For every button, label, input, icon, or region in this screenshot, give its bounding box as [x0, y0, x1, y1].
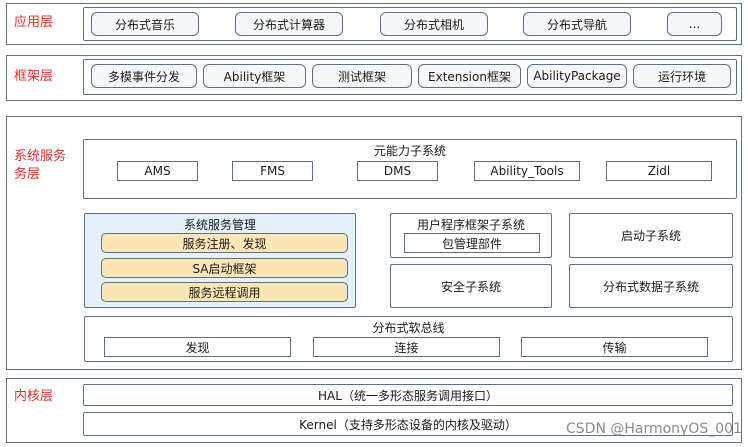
fw-multimodal-event: 多模事件分发	[91, 64, 197, 88]
bundle-manager: 包管理部件	[404, 233, 540, 253]
meta-ability-tools: Ability_Tools	[474, 161, 580, 181]
fw-ability-package: AbilityPackage	[527, 64, 627, 88]
fw-ability-framework: Ability框架	[203, 64, 306, 88]
app-more: ...	[667, 12, 722, 36]
samgr-remote-call: 服务远程调用	[101, 282, 348, 302]
app-distributed-navigation: 分布式导航	[523, 12, 631, 36]
samgr-title: 系统服务管理	[183, 218, 256, 232]
softbus-transmission: 传输	[521, 337, 708, 357]
app-distributed-camera: 分布式相机	[380, 12, 488, 36]
samgr-register-discover: 服务注册、发现	[101, 233, 348, 253]
app-distributed-calculator: 分布式计算器	[235, 12, 343, 36]
meta-ability-title: 元能力子系统	[373, 144, 446, 158]
kernel-box: Kernel（支持多形态设备的内核及驱动）	[83, 412, 733, 436]
meta-fms: FMS	[232, 161, 313, 181]
app-framework-title: 用户程序框架子系统	[416, 218, 525, 232]
meta-dms: DMS	[357, 161, 438, 181]
samgr-sa-boot: SA启动框架	[101, 258, 348, 278]
fw-runtime-env: 运行环境	[633, 64, 731, 88]
app-layer-label: 应用层	[14, 15, 54, 30]
softbus-discovery: 发现	[104, 337, 291, 357]
hal-box: HAL（统一多形态服务调用接口）	[83, 384, 733, 406]
startup-subsystem: 启动子系统	[569, 213, 733, 258]
system-service-layer-label-line1: 系统服务	[14, 149, 67, 164]
app-distributed-music: 分布式音乐	[91, 12, 199, 36]
meta-zidl: Zidl	[606, 161, 712, 181]
meta-ams: AMS	[117, 161, 198, 181]
system-service-layer-label-line2: 务层	[14, 167, 41, 182]
distributed-data-subsystem: 分布式数据子系统	[569, 264, 733, 308]
softbus-connection: 连接	[313, 337, 500, 357]
kernel-layer-label: 内核层	[14, 389, 54, 404]
csdn-watermark: CSDN @HarmonyOS_001	[566, 421, 742, 437]
fw-extension-framework: Extension框架	[418, 64, 521, 88]
softbus-title: 分布式软总线	[372, 321, 445, 335]
framework-layer-label: 框架层	[14, 69, 54, 84]
security-subsystem: 安全子系统	[390, 264, 552, 308]
fw-test-framework: 测试框架	[312, 64, 412, 88]
